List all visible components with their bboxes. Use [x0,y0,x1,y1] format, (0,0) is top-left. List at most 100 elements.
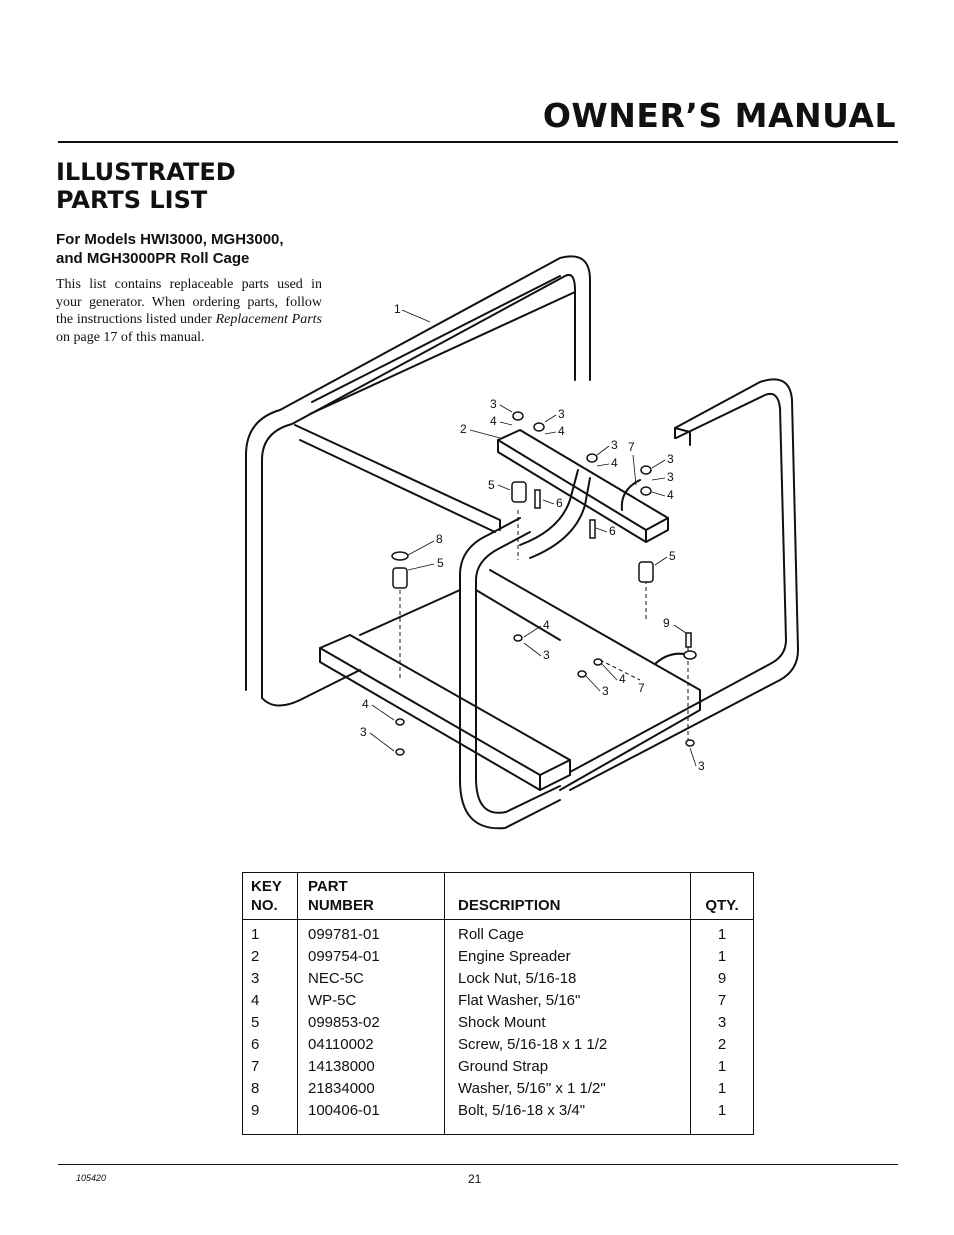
callout-3: 3 [611,438,618,452]
cage-front-frame [459,517,521,781]
part-number-cell: 04110002 [297,1034,445,1056]
callout-3: 3 [543,648,550,662]
cage-bottom-side [559,689,701,791]
table-row: 9 100406-01 Bolt, 5/16-18 x 3/4" 1 [243,1100,754,1135]
key-cell: 3 [251,970,260,987]
callout-3: 3 [667,452,674,466]
callout-4: 4 [558,424,565,438]
shock-mount-right [638,561,654,583]
bolt [685,632,692,648]
description-cell: Flat Washer, 5/16" [444,990,691,1012]
callout-3: 3 [667,470,674,484]
intro-text: This list contains replaceable parts use… [56,277,322,327]
qty-cell: 7 [690,990,754,1012]
intro-link-text: Replacement Parts [215,312,323,327]
qty-cell: 9 [690,968,754,990]
part-number-cell: NEC-5C [297,968,445,990]
description-cell: Shock Mount [444,1012,691,1034]
cage-front-bottom [459,779,561,830]
bottom-cross-member [319,634,571,776]
callout-5: 5 [437,556,444,570]
key-cell: 1 [251,926,260,943]
description-cell: Lock Nut, 5/16-18 [444,968,691,990]
col-qty: QTY. [690,872,754,920]
callout-6: 6 [556,496,563,510]
cage-front-frame-inner [475,531,531,779]
part-number-cell: 099781-01 [297,919,445,946]
callout-4: 4 [543,618,550,632]
shock-mount-left [392,567,408,589]
qty-cell: 1 [690,1078,754,1100]
cage-rear-right-post [569,378,799,791]
callout-3: 3 [360,725,367,739]
callout-3: 3 [602,684,609,698]
cage-top-side-rail [294,424,501,531]
cage-rear-left-post-inner [261,274,576,689]
description-cell: Screw, 5/16-18 x 1 1/2 [444,1034,691,1056]
key-cell: 8 [251,1080,260,1097]
document-number: 105420 [76,1173,107,1183]
callout-4: 4 [362,697,369,711]
callout-3: 3 [558,407,565,421]
table-row: 8 21834000 Washer, 5/16" x 1 1/2" 1 [243,1078,754,1100]
cage-front-bottom-inner [475,777,561,814]
header-divider [58,141,898,143]
description-cell: Roll Cage [444,919,691,946]
roll-cage-exploded-diagram: 1 2 3 4 3 4 3 4 7 3 3 4 5 6 6 8 5 5 9 4 … [245,255,799,830]
cage-rear-top-rail [309,291,576,415]
key-cell: 6 [251,1036,260,1053]
manual-title: OWNER’S MANUAL [542,96,896,135]
callout-3: 3 [698,759,705,773]
cage-rear-top-rail-inner [311,275,561,403]
callout-labels: 1 2 3 4 3 4 3 4 7 3 3 4 5 6 6 8 5 5 9 4 … [360,302,705,773]
footer-divider [58,1164,898,1165]
engine-spreader [497,429,669,531]
callout-1: 1 [394,302,401,316]
section-title-line2: PARTS LIST [56,186,208,214]
cage-center-brace [519,469,579,546]
cage-bottom-rail [261,669,361,707]
bottom-cross-member-side [319,647,541,791]
part-number-cell: 21834000 [297,1078,445,1100]
shock-mount-center [511,481,527,503]
key-cell: 5 [251,1014,260,1031]
part-number-cell: 14138000 [297,1056,445,1078]
qty-cell: 2 [690,1034,754,1056]
callout-4: 4 [611,456,618,470]
table-row: 4 WP-5C Flat Washer, 5/16" 7 [243,990,754,1012]
cage-top-side-rail-inner [299,439,496,533]
callout-6: 6 [609,524,616,538]
part-number-cell: 099853-02 [297,1012,445,1034]
description-cell: Washer, 5/16" x 1 1/2" [444,1078,691,1100]
table-row: 5 099853-02 Shock Mount 3 [243,1012,754,1034]
col-description: DESCRIPTION [444,872,691,920]
qty-cell: 1 [690,946,754,968]
callout-4: 4 [619,672,626,686]
bottom-cross-member-end [539,759,571,791]
part-number-cell: 099754-01 [297,946,445,968]
key-cell: 9 [251,1102,260,1119]
page-number: 21 [468,1172,482,1186]
washer-large [391,551,409,561]
qty-cell: 3 [690,1012,754,1034]
cage-right-stub [674,427,691,446]
table-row: 1 099781-01 Roll Cage 1 [243,919,754,946]
intro-paragraph: This list contains replaceable parts use… [56,276,322,346]
callout-5: 5 [488,478,495,492]
section-title: ILLUSTRATED PARTS LIST [56,158,336,214]
assembly-line-strap [599,659,641,681]
bottom-rear-rail [359,589,461,636]
part-number-cell: 100406-01 [297,1100,445,1135]
description-cell: Ground Strap [444,1056,691,1078]
callout-4: 4 [490,414,497,428]
screw-right [589,519,596,539]
description-cell: Engine Spreader [444,946,691,968]
key-cell: 4 [251,992,260,1009]
key-cell: 7 [251,1058,260,1075]
subtitle-line2: and MGH3000PR Roll Cage [56,250,250,267]
table-row: 6 04110002 Screw, 5/16-18 x 1 1/2 2 [243,1034,754,1056]
cage-center-brace-inner [529,477,591,559]
